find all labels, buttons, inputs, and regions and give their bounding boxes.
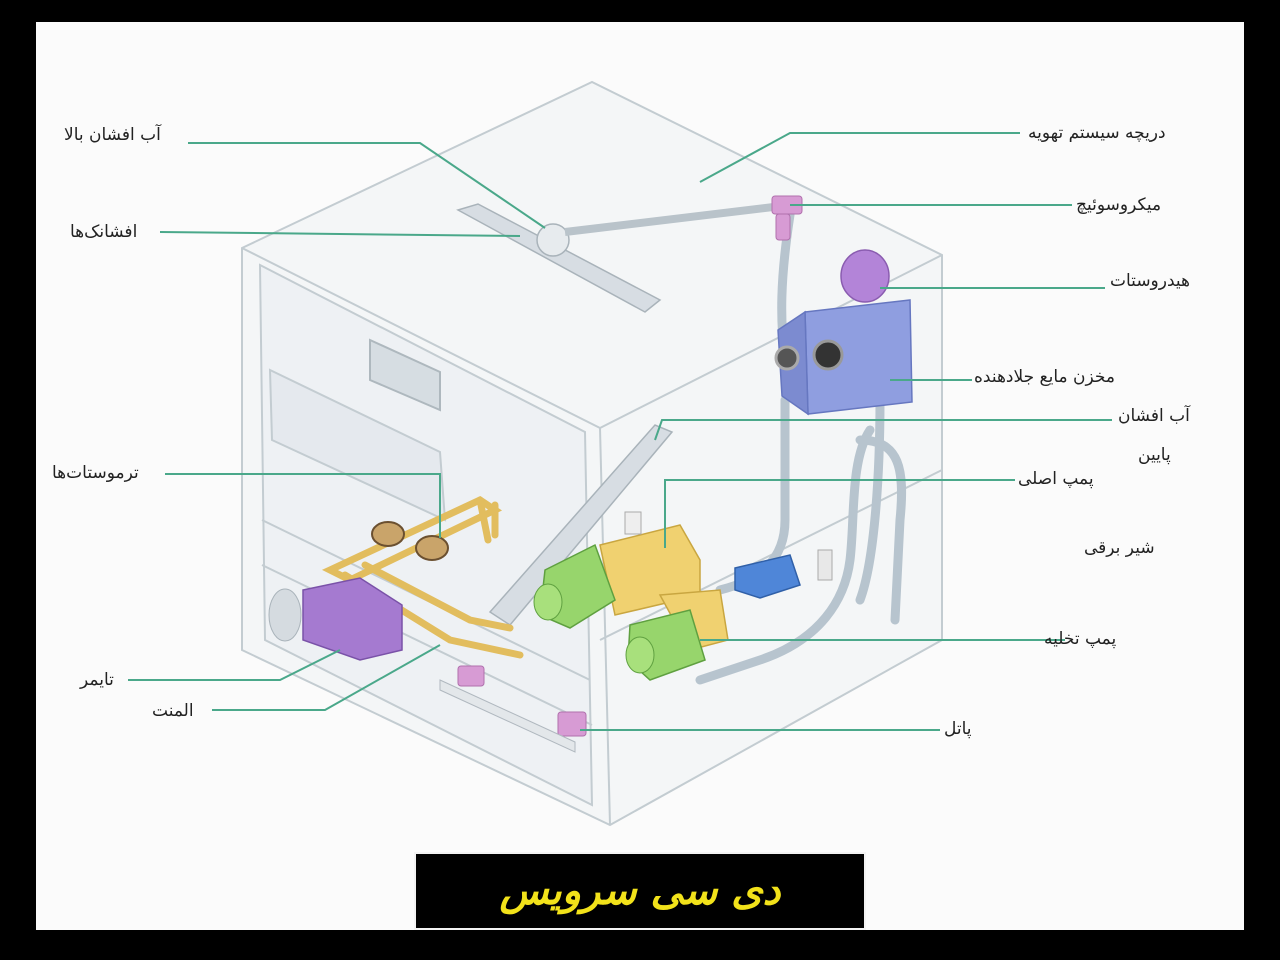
timer-part bbox=[268, 577, 403, 661]
thermostats-part bbox=[371, 521, 449, 561]
float-part bbox=[439, 665, 587, 753]
label-element: المنت bbox=[152, 701, 194, 721]
dishwasher-cabinet bbox=[241, 80, 943, 827]
main-pump-part bbox=[533, 511, 701, 629]
drain-pump-part bbox=[625, 589, 729, 681]
label-thermostats: ترموستات‌ها bbox=[52, 463, 139, 483]
label-lower-spray-line1: آب افشان bbox=[1118, 406, 1190, 426]
brand-text: دی سی سرویس bbox=[499, 868, 781, 914]
label-float: پاتل bbox=[944, 719, 972, 739]
solenoid-valve-part bbox=[734, 549, 833, 599]
leader-nozzles bbox=[159, 231, 521, 237]
label-main-pump: پمپ اصلی bbox=[1018, 469, 1094, 489]
rinse-aid-tank-part bbox=[774, 299, 913, 416]
leader-lines bbox=[128, 132, 1112, 731]
lower-spray-arm-part bbox=[488, 424, 674, 626]
label-vent-flap: دریچه سیستم تهویه bbox=[1028, 123, 1166, 143]
label-nozzles: افشانک‌ها bbox=[70, 222, 138, 242]
leader-vent-flap bbox=[699, 132, 1020, 183]
leader-upper-spray bbox=[188, 142, 546, 229]
leader-main-pump bbox=[664, 479, 1015, 548]
hydrostat-part bbox=[840, 249, 890, 303]
brand-banner: دی سی سرویس bbox=[414, 852, 866, 930]
leader-element bbox=[212, 644, 441, 711]
label-upper-spray-arm: آب افشان بالا bbox=[64, 125, 161, 145]
leader-timer bbox=[128, 649, 341, 681]
leader-lower-spray bbox=[654, 419, 1112, 441]
label-rinse-aid-tank: مخزن مایع جلادهنده bbox=[974, 367, 1115, 387]
leader-thermostats bbox=[165, 473, 441, 538]
label-drain-pump: پمپ تخلیه bbox=[1044, 629, 1117, 649]
label-timer: تایمر bbox=[80, 670, 114, 690]
label-micro-switch: میکروسوئیچ bbox=[1076, 195, 1162, 215]
upper-spray-arm-part bbox=[456, 201, 791, 313]
label-lower-spray-line2: پایین bbox=[1138, 445, 1171, 465]
label-solenoid-valve: شیر برقی bbox=[1084, 538, 1155, 558]
micro-switch-part bbox=[771, 195, 803, 241]
label-hydrostat: هیدروستات bbox=[1110, 271, 1190, 291]
